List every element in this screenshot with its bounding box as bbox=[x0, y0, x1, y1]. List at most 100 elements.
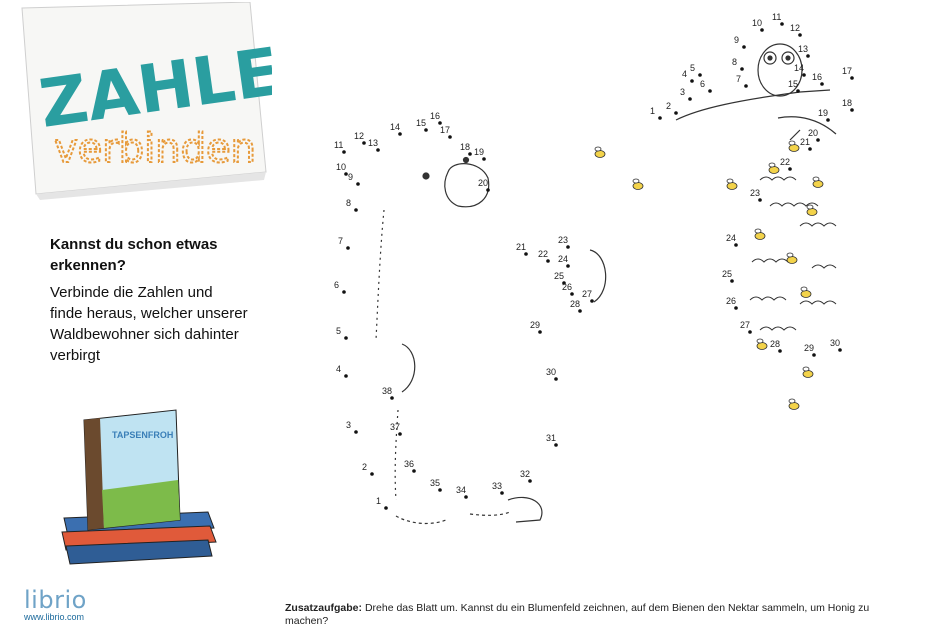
left-dot-label: 3 bbox=[346, 420, 351, 430]
left-dot-label: 15 bbox=[416, 118, 426, 128]
left-dot-label: 13 bbox=[368, 138, 378, 148]
left-dot-label: 28 bbox=[570, 299, 580, 309]
right-dot-label: 16 bbox=[812, 72, 822, 82]
right-dot bbox=[658, 116, 662, 120]
left-dot bbox=[398, 432, 402, 436]
bee-icon bbox=[788, 140, 800, 152]
left-dot-label: 6 bbox=[334, 280, 339, 290]
right-dot bbox=[760, 28, 764, 32]
right-dot bbox=[698, 73, 702, 77]
left-dot-label: 8 bbox=[346, 198, 351, 208]
bee-icon bbox=[788, 398, 800, 410]
right-dot bbox=[674, 111, 678, 115]
right-dot bbox=[798, 33, 802, 37]
left-dot bbox=[370, 472, 374, 476]
right-dot-label: 28 bbox=[770, 339, 780, 349]
bee-icon bbox=[768, 162, 780, 174]
left-dot-label: 20 bbox=[478, 178, 488, 188]
left-dot-label: 31 bbox=[546, 433, 556, 443]
right-dot-label: 23 bbox=[750, 188, 760, 198]
task-label: Zusatzaufgabe: bbox=[285, 602, 363, 614]
left-dot bbox=[354, 208, 358, 212]
right-dot bbox=[744, 84, 748, 88]
title-verbinden: verbinden bbox=[54, 126, 256, 172]
right-dot bbox=[730, 279, 734, 283]
right-dot-label: 5 bbox=[690, 63, 695, 73]
extra-task: Zusatzaufgabe: Drehe das Blatt um. Kanns… bbox=[285, 602, 915, 628]
left-dot-label: 19 bbox=[474, 147, 484, 157]
bee-icon bbox=[756, 338, 768, 350]
left-dot bbox=[570, 292, 574, 296]
left-dot-label: 25 bbox=[554, 271, 564, 281]
left-dot-label: 4 bbox=[336, 364, 341, 374]
right-dot bbox=[820, 82, 824, 86]
left-dot bbox=[342, 150, 346, 154]
right-dot bbox=[758, 198, 762, 202]
right-dot bbox=[808, 147, 812, 151]
left-dot bbox=[464, 495, 468, 499]
bee-icon bbox=[594, 146, 606, 158]
left-dot bbox=[486, 188, 490, 192]
left-dot-label: 24 bbox=[558, 254, 568, 264]
bee-icon bbox=[800, 286, 812, 298]
left-dot-label: 34 bbox=[456, 485, 466, 495]
left-dot bbox=[424, 128, 428, 132]
right-dot-label: 17 bbox=[842, 66, 852, 76]
right-dot bbox=[850, 76, 854, 80]
right-dot bbox=[826, 118, 830, 122]
left-dot bbox=[384, 506, 388, 510]
right-dot bbox=[796, 89, 800, 93]
right-dot-label: 30 bbox=[830, 338, 840, 348]
left-dot bbox=[390, 396, 394, 400]
left-dot bbox=[562, 281, 566, 285]
right-dot-label: 18 bbox=[842, 98, 852, 108]
right-dot bbox=[850, 108, 854, 112]
left-dot bbox=[500, 491, 504, 495]
left-dot bbox=[344, 172, 348, 176]
left-dot-label: 9 bbox=[348, 172, 353, 182]
left-dot bbox=[354, 430, 358, 434]
left-dot-label: 7 bbox=[338, 236, 343, 246]
left-dot bbox=[538, 330, 542, 334]
left-dot-label: 10 bbox=[336, 162, 346, 172]
left-dot bbox=[590, 299, 594, 303]
bee-icon bbox=[812, 176, 824, 188]
left-dot-label: 37 bbox=[390, 422, 400, 432]
right-dot bbox=[812, 353, 816, 357]
right-dot-label: 15 bbox=[788, 79, 798, 89]
right-dot-label: 13 bbox=[798, 44, 808, 54]
right-dot-label: 4 bbox=[682, 69, 687, 79]
left-dot bbox=[342, 290, 346, 294]
left-dot-label: 33 bbox=[492, 481, 502, 491]
left-dot bbox=[546, 259, 550, 263]
right-dot-label: 1 bbox=[650, 106, 655, 116]
bee-icon bbox=[632, 178, 644, 190]
left-dot-label: 30 bbox=[546, 367, 556, 377]
right-dot bbox=[788, 167, 792, 171]
left-dot-label: 11 bbox=[334, 140, 343, 150]
right-dot bbox=[688, 97, 692, 101]
left-dot bbox=[362, 141, 366, 145]
intro-text: Kannst du schon etwas erkennen? Verbinde… bbox=[50, 234, 290, 366]
left-dot-label: 14 bbox=[390, 122, 400, 132]
right-dot bbox=[708, 89, 712, 93]
right-dot-label: 24 bbox=[726, 233, 736, 243]
right-dot bbox=[690, 79, 694, 83]
book-stack-illustration: TAPSENFROH bbox=[58, 400, 218, 582]
left-dot bbox=[438, 488, 442, 492]
left-dot bbox=[398, 132, 402, 136]
logo-url[interactable]: www.librio.com bbox=[24, 612, 85, 622]
left-dot bbox=[344, 336, 348, 340]
right-dot-label: 14 bbox=[794, 63, 804, 73]
right-dot-label: 6 bbox=[700, 79, 705, 89]
left-dot bbox=[356, 182, 360, 186]
left-dot-label: 2 bbox=[362, 462, 367, 472]
right-dot-label: 7 bbox=[736, 74, 741, 84]
right-dot-label: 9 bbox=[734, 35, 739, 45]
bee-icon bbox=[754, 228, 766, 240]
paper-note bbox=[21, 1, 267, 200]
right-dot bbox=[734, 243, 738, 247]
right-dot bbox=[806, 54, 810, 58]
bee-icon bbox=[802, 366, 814, 378]
